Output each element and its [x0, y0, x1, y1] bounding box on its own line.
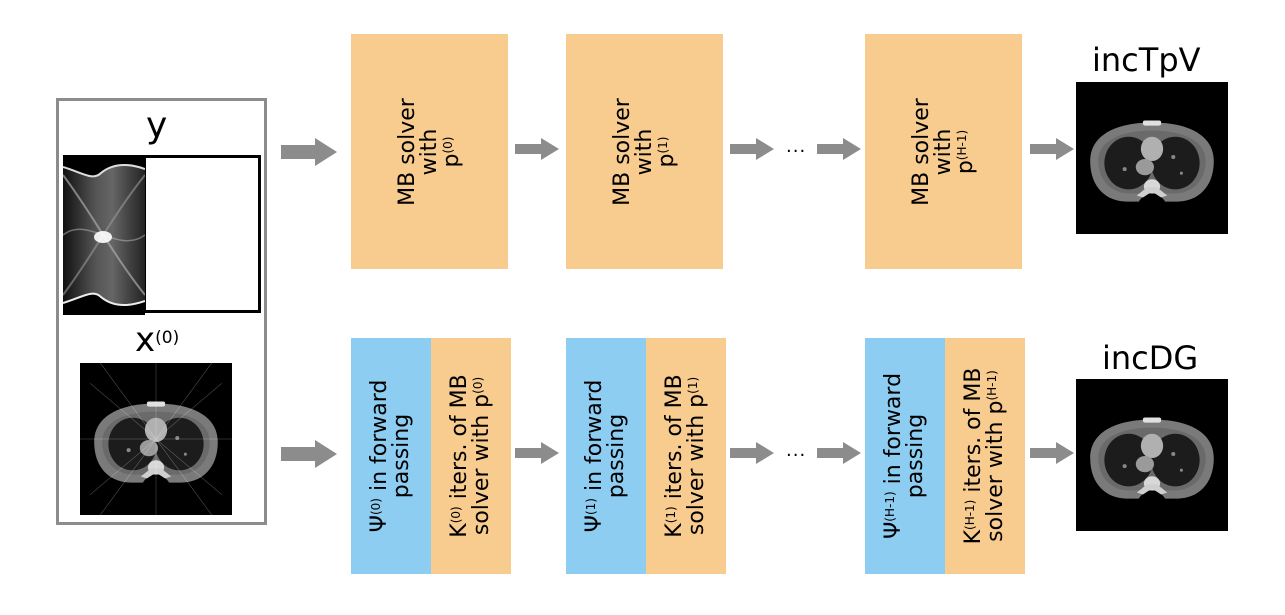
- right-arrow-icon: [281, 138, 337, 166]
- right-arrow-icon: [730, 138, 774, 160]
- solver-label-line1: MB solver: [609, 97, 635, 206]
- k-iters-block-h-1: K(H-1) iters. of MB solver with p(H-1): [945, 338, 1025, 574]
- psi-block-0: Ψ(0) in forward passing: [351, 338, 431, 574]
- top-ellipsis: ...: [786, 136, 807, 157]
- right-arrow-icon: [515, 442, 559, 464]
- initial-ct-image: [80, 363, 232, 515]
- right-arrow-icon: [1030, 138, 1074, 160]
- sinogram-missing-region: [143, 155, 261, 313]
- k-iters-block-1: K(1) iters. of MB solver with p(1): [646, 338, 726, 574]
- solver-label-line2: with: [930, 128, 956, 175]
- sinogram-image: [63, 155, 145, 315]
- solver-label-line3: p(1): [653, 136, 679, 167]
- right-arrow-icon: [817, 442, 861, 464]
- k-label-line1: K(1) iters. of MB: [662, 374, 687, 538]
- psi-label-line1: Ψ(1) in forward: [582, 379, 607, 533]
- k-label-line1: K(H-1) iters. of MB: [961, 367, 986, 545]
- psi-block-h-1: Ψ(H-1) in forward passing: [865, 338, 945, 574]
- psi-label-line2: passing: [604, 413, 629, 499]
- input-frame: [56, 98, 267, 525]
- psi-block-1: Ψ(1) in forward passing: [566, 338, 646, 574]
- incdg-title: incDG: [1102, 339, 1199, 377]
- psi-label-line1: Ψ(H-1) in forward: [881, 372, 906, 540]
- right-arrow-icon: [817, 138, 861, 160]
- y-label: y: [146, 105, 168, 146]
- solver-label-line1: MB solver: [394, 97, 420, 206]
- solver-label-line1: MB solver: [908, 97, 934, 206]
- right-arrow-icon: [1030, 442, 1074, 464]
- inctpv-title: incTpV: [1092, 41, 1201, 79]
- mb-solver-block-0: MB solver with p(0): [351, 34, 508, 269]
- solver-label-line3: p(0): [438, 136, 464, 167]
- k-label-line1: K(0) iters. of MB: [447, 374, 472, 538]
- k-label-line2: solver with p(H-1): [983, 370, 1008, 542]
- psi-label-line2: passing: [903, 413, 928, 499]
- bottom-ellipsis: ...: [786, 440, 807, 461]
- right-arrow-icon: [281, 440, 337, 468]
- right-arrow-icon: [730, 442, 774, 464]
- solver-label-line3: p(H-1): [952, 129, 978, 174]
- right-arrow-icon: [515, 138, 559, 160]
- solver-label-line2: with: [416, 128, 442, 175]
- psi-label-line1: Ψ(0) in forward: [367, 379, 392, 533]
- k-label-line2: solver with p(0): [469, 376, 494, 536]
- k-iters-block-0: K(0) iters. of MB solver with p(0): [431, 338, 511, 574]
- incdg-output-image: [1076, 379, 1228, 531]
- mb-solver-block-1: MB solver with p(1): [566, 34, 723, 269]
- solver-label-line2: with: [631, 128, 657, 175]
- mb-solver-block-h-1: MB solver with p(H-1): [865, 34, 1022, 269]
- k-label-line2: solver with p(1): [684, 376, 709, 536]
- x0-label: x(0): [135, 320, 180, 360]
- inctpv-output-image: [1076, 82, 1228, 234]
- psi-label-line2: passing: [389, 413, 414, 499]
